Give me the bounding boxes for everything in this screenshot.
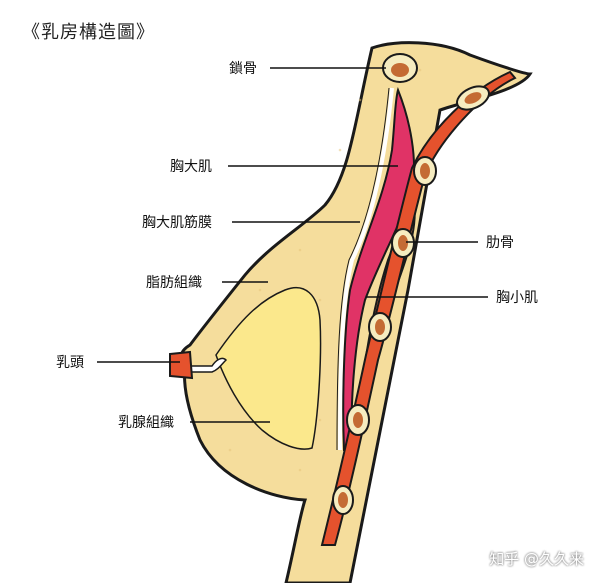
watermark: 知乎 @久久来 (489, 550, 584, 568)
diagram-title: 《乳房構造圖》 (22, 22, 155, 43)
milk-duct-shape (183, 357, 228, 373)
pectoral-fascia-shape (338, 87, 394, 451)
leader-lines (97, 67, 488, 423)
clavicle-bone (382, 53, 418, 83)
rib-sections (332, 156, 437, 515)
label-rib: 肋骨 (486, 235, 514, 251)
label-fat-tissue: 脂肪組織 (146, 275, 202, 291)
label-mammary-gland: 乳腺組織 (118, 415, 174, 431)
nipple-shape (169, 350, 194, 380)
label-clavicle: 鎖骨 (229, 61, 257, 77)
upper-rib-bone (456, 85, 490, 111)
label-nipple: 乳頭 (56, 355, 84, 371)
label-pectoral-fascia: 胸大肌筋膜 (142, 215, 212, 231)
label-pectoralis-major: 胸大肌 (170, 159, 212, 175)
label-pectoralis-minor: 胸小肌 (496, 290, 538, 306)
